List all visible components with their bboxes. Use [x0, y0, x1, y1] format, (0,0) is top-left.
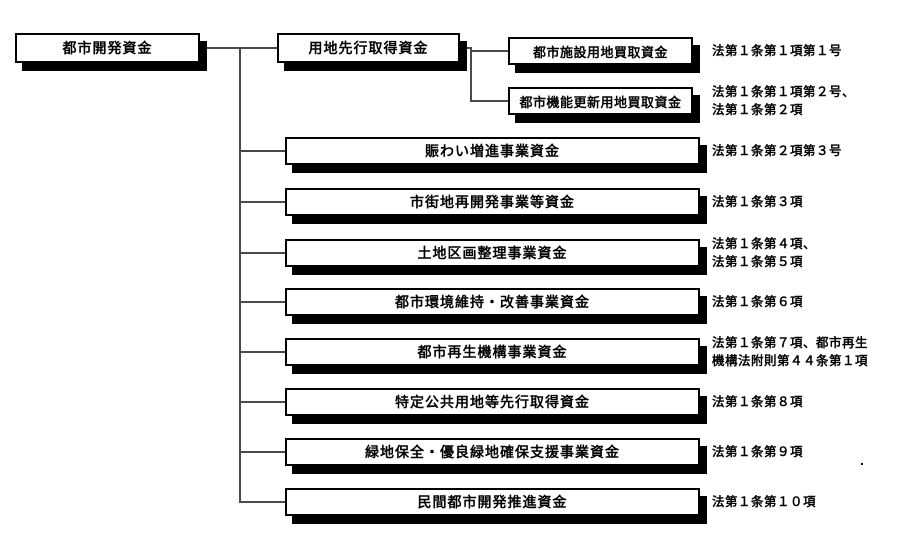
- connector-row-7: [239, 451, 285, 453]
- root-fund-box: 都市開発資金: [15, 33, 200, 63]
- connector-branch-out: [460, 47, 472, 49]
- connector-root-to-branch: [198, 47, 278, 49]
- law-note: 法第１条第１０項: [712, 495, 817, 509]
- law-note: 法第１条第８項: [712, 395, 804, 409]
- law-note: 法第１条第９項: [712, 445, 804, 459]
- fund-box: 民間都市開発推進資金: [285, 488, 700, 516]
- law-note: 法第１条第４項、 法第１条第５項: [712, 237, 817, 269]
- connector-row-5: [239, 351, 285, 353]
- connector-row-6: [239, 401, 285, 403]
- sub-fund-box: 都市施設用地買取資金: [508, 37, 693, 65]
- connector-row-4: [239, 301, 285, 303]
- law-note: 法第１条第２項第３号: [712, 144, 843, 158]
- law-note: 法第１条第１項第１号: [712, 44, 843, 58]
- law-note: 法第１条第６項: [712, 295, 804, 309]
- connector-row-8: [239, 501, 285, 503]
- fund-box: 緑地保全・優良緑地確保支援事業資金: [285, 438, 700, 466]
- connector-sub-trunk: [470, 47, 472, 102]
- connector-sub-2: [470, 100, 508, 102]
- fund-box: 市街地再開発事業等資金: [285, 188, 700, 216]
- fund-box: 都市再生機構事業資金: [285, 338, 700, 366]
- fund-box: 特定公共用地等先行取得資金: [285, 388, 700, 416]
- connector-row-1: [239, 150, 285, 152]
- fund-box: 都市環境維持・改善事業資金: [285, 288, 700, 316]
- sub-fund-box: 都市機能更新用地買取資金: [508, 87, 693, 115]
- law-note: 法第１条第１項第２号、 法第１条第２項: [712, 85, 856, 117]
- law-note: 法第１条第３項: [712, 195, 804, 209]
- stray-dot: .: [860, 452, 864, 468]
- law-note: 法第１条第７項、都市再生 機構法附則第４４条第１項: [712, 336, 869, 368]
- fund-box: 土地区画整理事業資金: [285, 239, 700, 267]
- connector-row-2: [239, 201, 285, 203]
- fund-box: 賑わい増進事業資金: [285, 137, 700, 165]
- connector-sub-1: [470, 50, 508, 52]
- connector-row-3: [239, 252, 285, 254]
- branch-fund-box: 用地先行取得資金: [277, 33, 460, 63]
- connector-trunk: [239, 47, 241, 503]
